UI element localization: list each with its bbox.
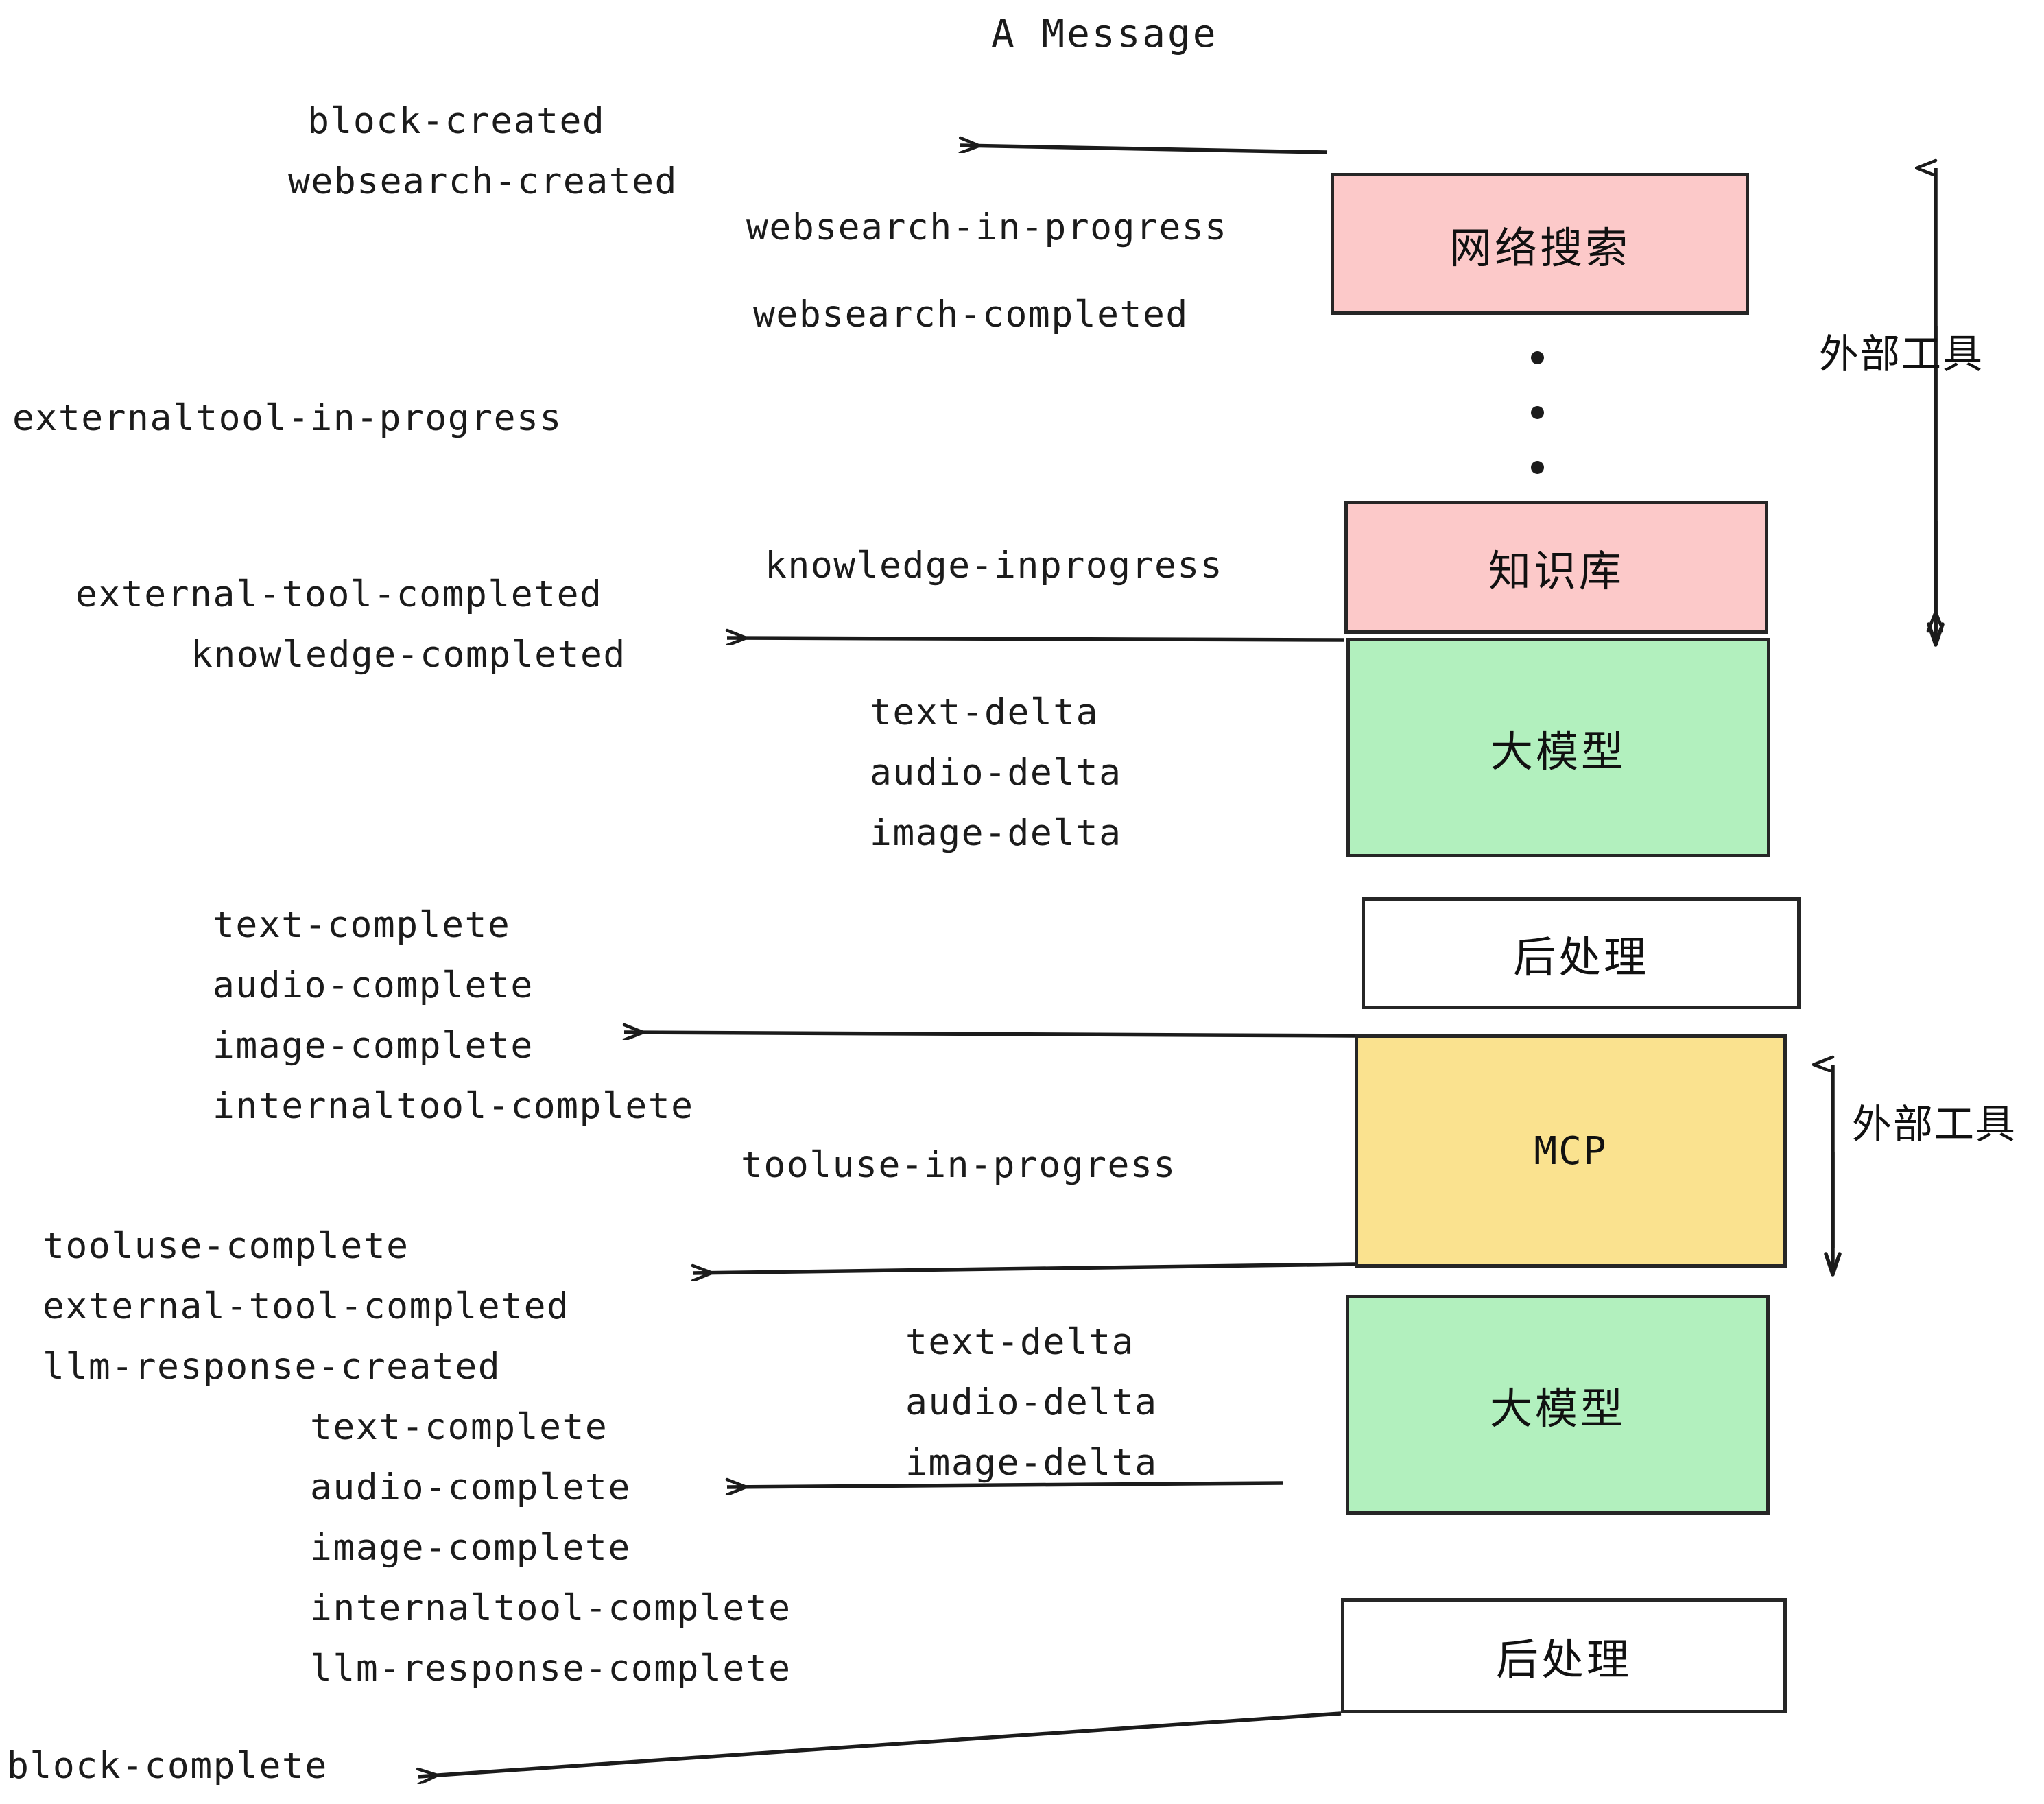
node-postprocess-2-label: 后处理 [1495, 1635, 1632, 1685]
event-internaltool-complete-2: internaltool-complete [310, 1587, 792, 1629]
arrow-external-tool-bottom-down [1824, 1150, 1842, 1277]
ellipsis-dot [1531, 461, 1544, 474]
event-websearch-created: websearch-created [288, 161, 678, 202]
arrow-mcp-to-tooluse-complete [693, 1262, 1355, 1273]
node-mcp-label: MCP [1534, 1128, 1608, 1174]
event-websearch-in-progress: websearch-in-progress [746, 206, 1228, 248]
arrow-knowledge-to-completed [727, 638, 1345, 640]
event-text-delta-2: text-delta [905, 1321, 1135, 1363]
event-image-delta-2: image-delta [905, 1442, 1158, 1484]
ellipsis-dot [1531, 406, 1544, 419]
event-llm-response-complete: llm-response-complete [310, 1648, 792, 1689]
event-block-created: block-created [307, 100, 606, 142]
arrow-postprocess2-to-block-complete [418, 1711, 1342, 1777]
event-audio-complete-2: audio-complete [310, 1467, 631, 1508]
node-knowledge-label: 知识库 [1488, 546, 1624, 596]
node-llm-2[interactable]: 大模型 [1346, 1295, 1770, 1515]
arrow-websearch-to-created [960, 145, 1328, 154]
node-postprocess-1-label: 后处理 [1512, 931, 1649, 982]
event-tooluse-complete: tooluse-complete [43, 1225, 409, 1267]
event-audio-delta-1: audio-delta [870, 752, 1122, 794]
event-llm-response-created: llm-response-created [43, 1346, 501, 1388]
event-text-delta-1: text-delta [870, 691, 1100, 733]
event-image-complete-1: image-complete [213, 1025, 534, 1067]
side-label-external-tool-bottom: 外部工具 [1852, 1101, 2017, 1148]
node-llm-1-label: 大模型 [1490, 726, 1626, 776]
node-websearch[interactable]: 网络搜索 [1331, 173, 1749, 315]
event-internaltool-complete-1: internaltool-complete [213, 1085, 694, 1127]
arrowhead-external-tool-top-down [1927, 519, 1945, 647]
event-knowledge-completed: knowledge-completed [191, 634, 626, 676]
node-mcp[interactable]: MCP [1355, 1034, 1787, 1268]
node-postprocess-1[interactable]: 后处理 [1362, 897, 1801, 1009]
side-label-external-tool-top: 外部工具 [1819, 331, 1984, 377]
node-postprocess-2[interactable]: 后处理 [1341, 1598, 1787, 1713]
event-image-delta-1: image-delta [870, 812, 1122, 854]
event-tooluse-in-progress: tooluse-in-progress [741, 1144, 1176, 1186]
event-external-tool-completed-1: external-tool-completed [75, 573, 603, 615]
event-external-tool-completed-2: external-tool-completed [43, 1285, 570, 1327]
node-knowledge[interactable]: 知识库 [1344, 501, 1768, 634]
event-websearch-completed: websearch-completed [753, 294, 1189, 335]
ellipsis-dot [1531, 351, 1544, 364]
event-externaltool-in-progress: externaltool-in-progress [12, 397, 562, 439]
node-websearch-label: 网络搜索 [1449, 222, 1630, 273]
event-knowledge-inprogress: knowledge-inprogress [765, 545, 1224, 586]
event-text-complete-2: text-complete [310, 1406, 608, 1448]
node-llm-1[interactable]: 大模型 [1346, 638, 1770, 857]
event-audio-delta-2: audio-delta [905, 1381, 1158, 1423]
event-image-complete-2: image-complete [310, 1527, 631, 1569]
arrow-llm1-to-image-complete [624, 1032, 1355, 1036]
node-llm-2-label: 大模型 [1489, 1384, 1626, 1434]
event-block-complete: block-complete [7, 1745, 328, 1787]
event-text-complete-1: text-complete [213, 904, 511, 946]
event-audio-complete-1: audio-complete [213, 964, 534, 1006]
page-title: A Message [991, 12, 1218, 56]
